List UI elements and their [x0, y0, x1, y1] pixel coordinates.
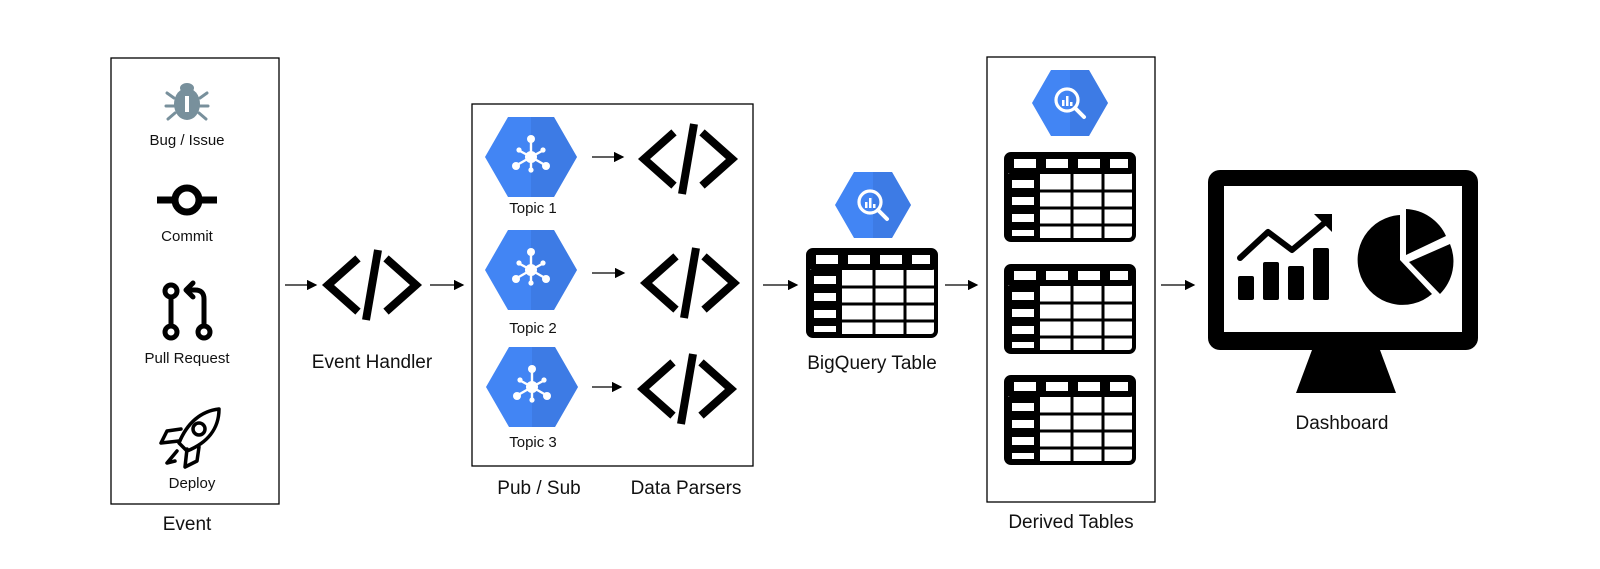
dashboard-label: Dashboard [1295, 413, 1389, 434]
derived-tables-box [986, 56, 1156, 503]
topic-2-pubsub-icon [483, 228, 579, 312]
pull-request-label: Pull Request [144, 350, 230, 367]
bug-issue-label: Bug / Issue [149, 132, 225, 149]
bug-icon [164, 83, 210, 121]
commit-label: Commit [161, 228, 213, 245]
topic-1-pubsub-icon [483, 115, 579, 199]
monitor-icon [1208, 170, 1478, 393]
deploy-label: Deploy [168, 475, 216, 492]
topic-3-label: Topic 3 [509, 434, 557, 451]
bigquery-table-label: BigQuery Table [807, 353, 937, 374]
topic-2-label: Topic 2 [509, 320, 557, 337]
event-group-box [110, 57, 280, 505]
parser-1-code-icon [644, 124, 732, 194]
pull-request-icon [162, 280, 213, 341]
topic-3-pubsub-icon [484, 345, 580, 429]
derived-table-1-icon [1004, 152, 1136, 242]
derived-tables-caption: Derived Tables [1008, 512, 1134, 533]
commit-icon [157, 184, 217, 216]
pubsub-caption: Pub / Sub [497, 478, 581, 499]
rocket-icon [159, 407, 221, 469]
derived-tables-bq-icon [1030, 68, 1110, 138]
pubsub-group-box [471, 103, 754, 467]
event-handler-label: Event Handler [311, 352, 433, 373]
derived-table-2-icon [1004, 264, 1136, 354]
event-caption: Event [162, 514, 212, 535]
topic-1-label: Topic 1 [509, 200, 557, 217]
flow-arrows [285, 151, 1196, 393]
bigquery-table-icon [806, 248, 938, 338]
parser-3-code-icon [643, 354, 731, 424]
parser-2-code-icon [646, 248, 734, 318]
event-handler-code-icon [328, 250, 416, 320]
derived-table-3-icon [1004, 375, 1136, 465]
data-parsers-caption: Data Parsers [630, 478, 742, 499]
bigquery-table-bq-icon [833, 170, 913, 240]
